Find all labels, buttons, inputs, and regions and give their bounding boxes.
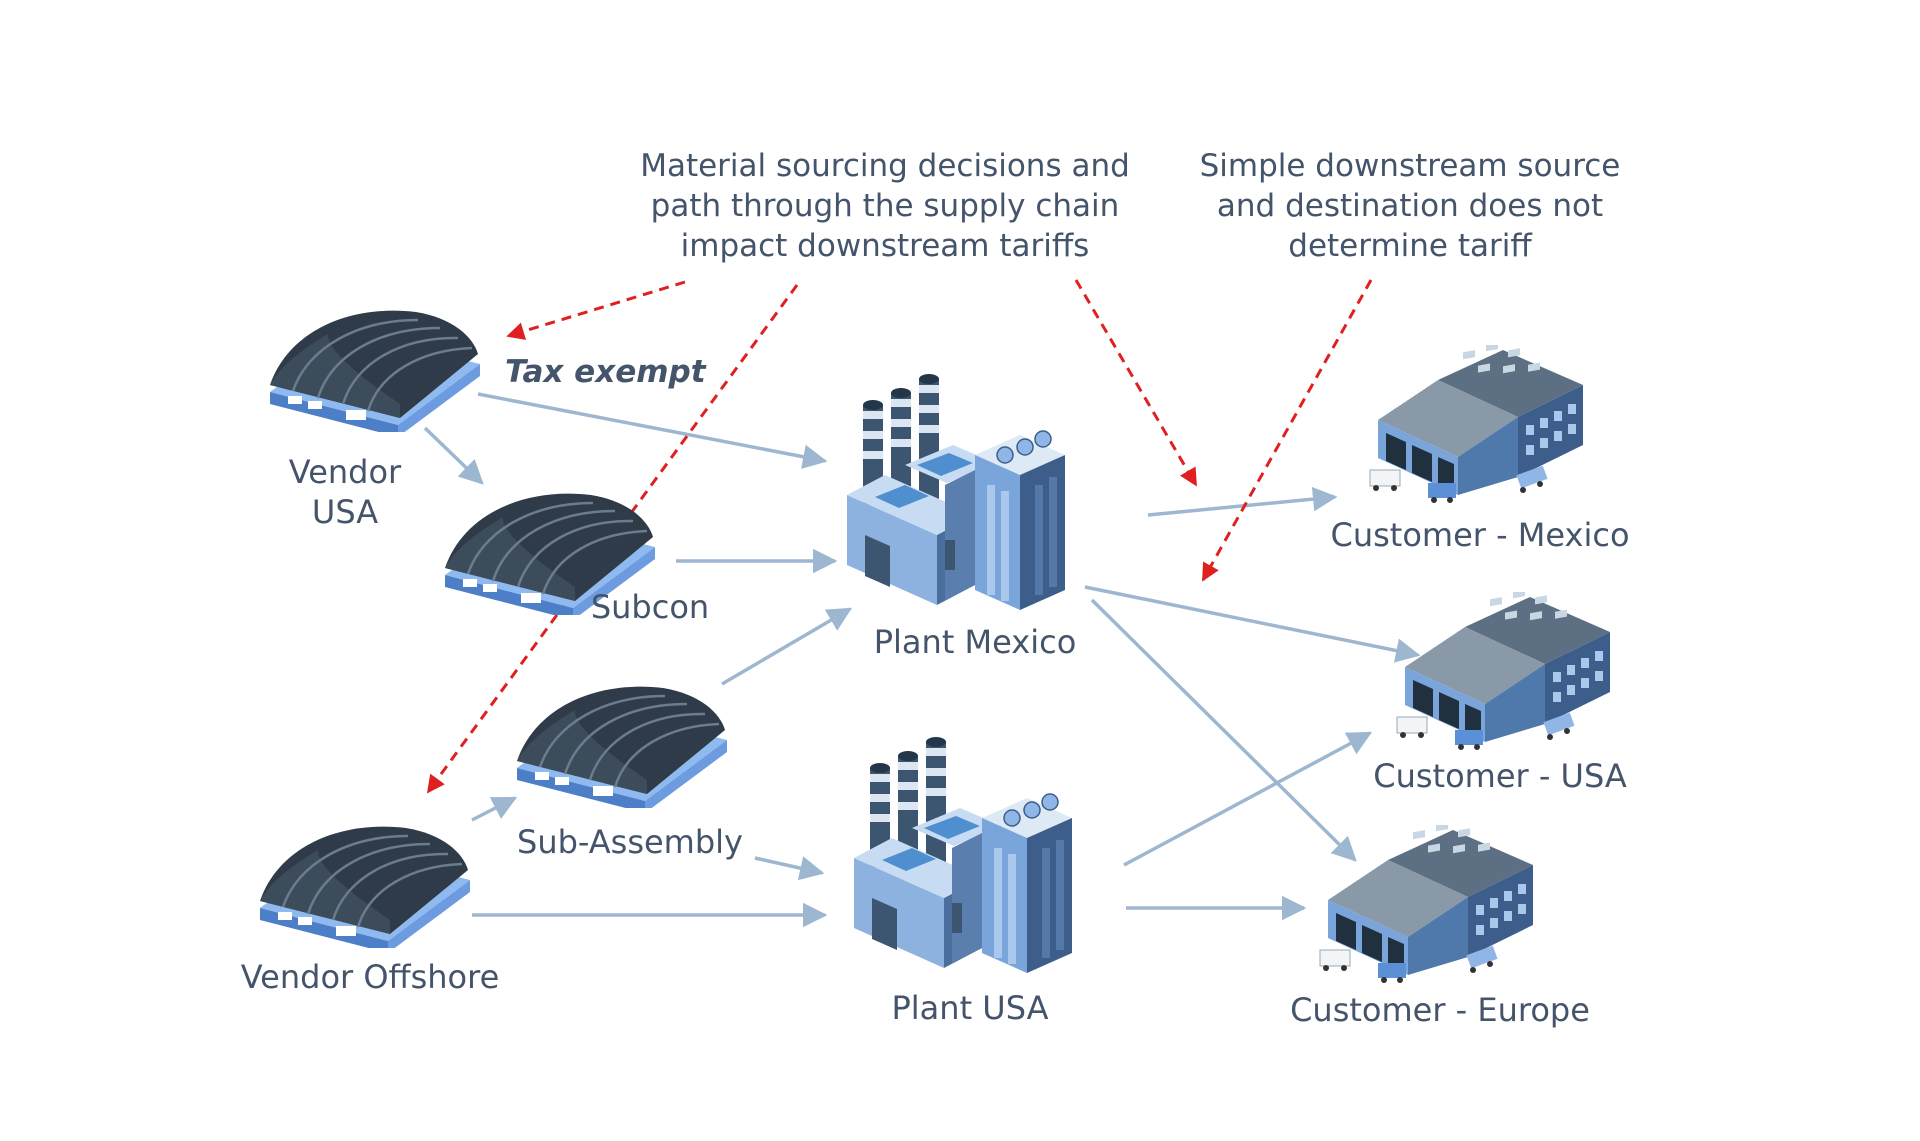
- annotation-arrow-to-vendor-usa: [506, 280, 686, 340]
- factory-icon: [847, 374, 1065, 610]
- flow-sub-assembly-to-plant-mexico: [721, 607, 853, 686]
- sub-assembly-label: Sub-Assembly: [517, 823, 743, 861]
- customer-europe-label: Customer - Europe: [1290, 991, 1590, 1029]
- tax-exempt-label: Tax exempt: [505, 354, 706, 390]
- annotation-arrow-to-plant-mexico: [1074, 279, 1198, 487]
- flow-plant-usa-to-customer-usa: [1123, 731, 1373, 867]
- flow-plant-mexico-to-customer-mexico: [1147, 486, 1338, 517]
- flow-vendor-usa-to-subcon: [423, 426, 484, 485]
- sourcing-annotation: Material sourcing decisions and path thr…: [640, 148, 1130, 264]
- distribution-center-icon: [1369, 345, 1583, 503]
- plant-mexico-label: Plant Mexico: [873, 623, 1077, 661]
- factory-icon: [854, 737, 1072, 973]
- warehouse-icon: [260, 826, 470, 948]
- warehouse-icon: [517, 686, 727, 808]
- vendor-usa-label: Vendor USA: [280, 452, 410, 532]
- distribution-center-icon: [1396, 592, 1610, 750]
- warehouse-icon: [445, 493, 655, 615]
- subcon-label: Subcon: [590, 588, 710, 626]
- distribution-center-icon: [1319, 825, 1533, 983]
- flow-vendor-usa-to-plant-mexico: [477, 392, 828, 469]
- plant-usa-label: Plant USA: [891, 989, 1049, 1027]
- vendor-usa-label-line1: Vendor: [288, 453, 402, 491]
- warehouse-icon: [270, 310, 480, 432]
- vendor-offshore-label: Vendor Offshore: [240, 958, 500, 996]
- customer-mexico-label: Customer - Mexico: [1330, 516, 1630, 554]
- vendor-usa-label-line2: USA: [311, 493, 379, 531]
- flow-plant-mexico-to-customer-usa: [1084, 585, 1421, 663]
- flow-plant-mexico-to-customer-europe: [1090, 598, 1357, 862]
- customer-usa-label: Customer - USA: [1373, 757, 1627, 795]
- downstream-annotation: Simple downstream source and destination…: [1199, 148, 1621, 264]
- annotation-arrow-to-customer-downstream: [1201, 279, 1373, 582]
- flow-vendor-offshore-to-sub-assembly: [471, 796, 518, 822]
- flow-sub-assembly-to-plant-usa: [754, 856, 825, 881]
